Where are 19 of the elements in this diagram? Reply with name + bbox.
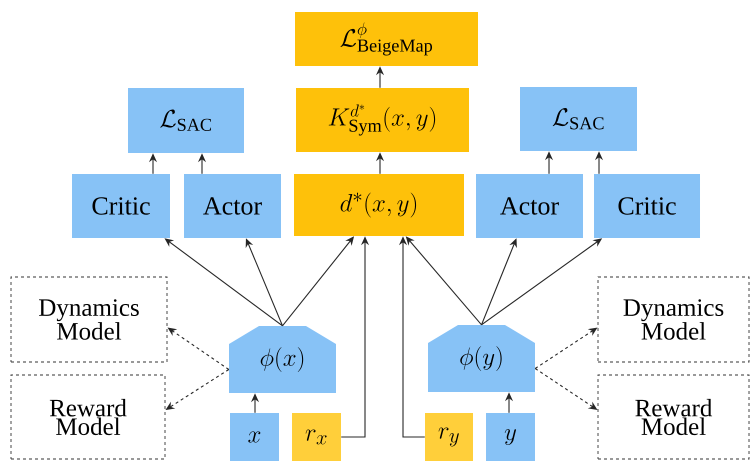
loss-box: $\mathcal{L}_{\mathrm{SAC}}$ xyxy=(128,88,244,153)
model-box: Reward Model xyxy=(598,374,750,460)
critic-box: Critic xyxy=(594,174,700,238)
reward-box: $r_y$ xyxy=(425,413,473,461)
critic-box: Critic xyxy=(72,174,170,238)
encoder-box: $\phi(y)$ xyxy=(428,325,535,392)
reward-box: $r_x$ xyxy=(292,413,341,461)
actor-box: Actor xyxy=(184,174,281,238)
distance-box: $d^*(x,y)$ xyxy=(294,174,464,236)
loss-box: $\mathcal{L}^{\phi}_{\mathrm{BeigeMap}}$ xyxy=(295,12,478,66)
model-box: Reward Model xyxy=(10,374,166,460)
model-box: Dynamics Model xyxy=(598,276,750,362)
loss-box: $\mathcal{L}_{\mathrm{SAC}}$ xyxy=(520,87,637,151)
input-box: $y$ xyxy=(486,413,535,461)
actor-box: Actor xyxy=(476,174,583,238)
input-box: $x$ xyxy=(230,413,279,461)
model-box: Dynamics Model xyxy=(10,276,168,362)
kernel-box: $K^{d^*}_{\mathrm{Sym}}(x,y)$ xyxy=(296,88,469,152)
encoder-box: $\phi(x)$ xyxy=(229,326,336,393)
